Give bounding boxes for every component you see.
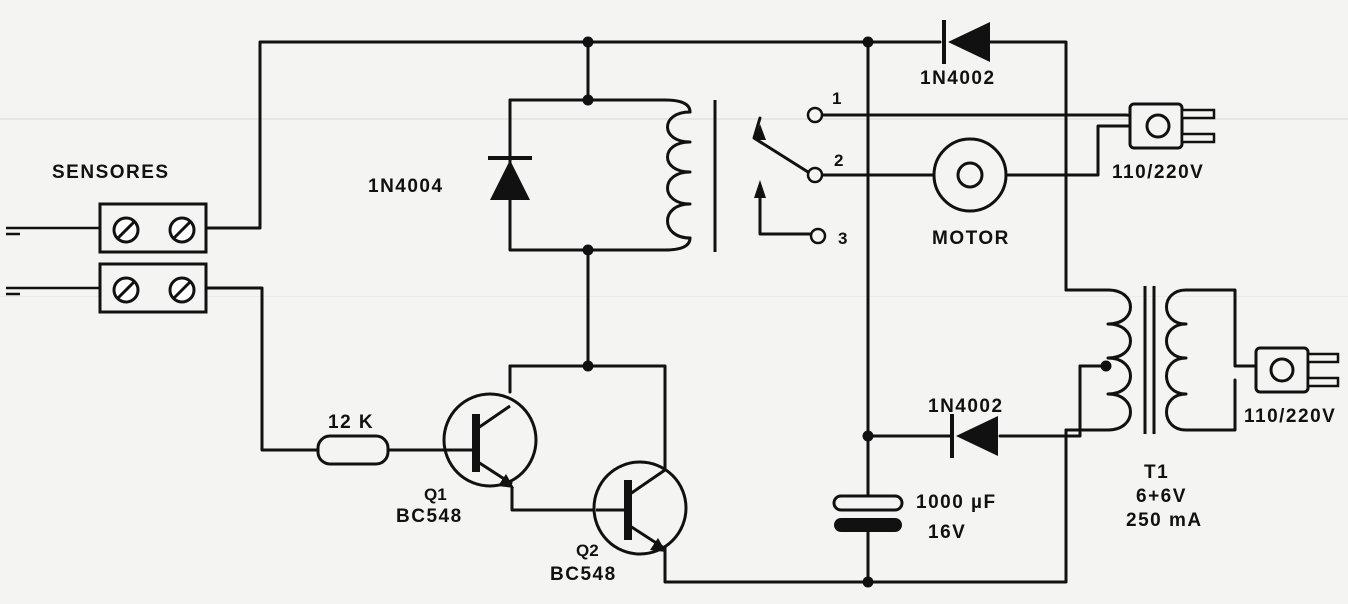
- transformer-t1: [1106, 286, 1188, 434]
- motor-symbol: [932, 137, 1008, 213]
- bleed-through-artwork: [0, 118, 1348, 297]
- motor-label: MOTOR: [932, 228, 1010, 249]
- q1-name-label: Q1: [424, 485, 447, 504]
- transistor-q2: [592, 460, 688, 556]
- junction-dots: [582, 36, 1112, 588]
- contact-2-label: 2: [834, 151, 843, 170]
- q2-name-label: Q2: [576, 541, 599, 560]
- contact-1-label: 1: [832, 89, 841, 108]
- component-labels: SENSORES 1N4004 1N4002 1N4002 12 K Q1 BC…: [52, 68, 1336, 585]
- circuit-wires: [205, 40, 1258, 584]
- diode-1n4004-label: 1N4004: [368, 176, 444, 197]
- diode-1n4002-bottom-symbol: [938, 414, 998, 458]
- diode-1n4002-top-symbol: [866, 20, 1010, 64]
- contact-3-label: 3: [838, 229, 847, 248]
- transformer-current-label: 250 mA: [1126, 510, 1203, 531]
- transformer-voltage-label: 6+6V: [1136, 486, 1187, 507]
- diode-1n4002-bottom-label: 1N4002: [928, 396, 1004, 417]
- mains-plug-right: [1254, 346, 1340, 394]
- mains-right-label: 110/220V: [1244, 406, 1336, 427]
- capacitor-1000uf: [832, 494, 904, 532]
- resistor-label: 12 K: [328, 412, 374, 433]
- relay-coil: [666, 100, 717, 252]
- capacitor-value-label: 1000 µF: [916, 492, 997, 513]
- diode-1n4004-symbol: [488, 156, 532, 200]
- transistor-q1: [442, 392, 538, 488]
- diode-1n4002-top-label: 1N4002: [920, 68, 996, 89]
- mains-plug-top: [1128, 102, 1216, 150]
- q2-part-label: BC548: [550, 564, 617, 585]
- transformer-name-label: T1: [1144, 462, 1169, 483]
- q1-part-label: BC548: [396, 506, 463, 527]
- sensors-label: SENSORES: [52, 162, 170, 183]
- sensor-terminal-block: [6, 202, 208, 314]
- mains-top-label: 110/220V: [1112, 162, 1204, 183]
- resistor-12k: [316, 434, 390, 466]
- capacitor-voltage-label: 16V: [928, 522, 966, 543]
- relay-switch: [752, 106, 827, 245]
